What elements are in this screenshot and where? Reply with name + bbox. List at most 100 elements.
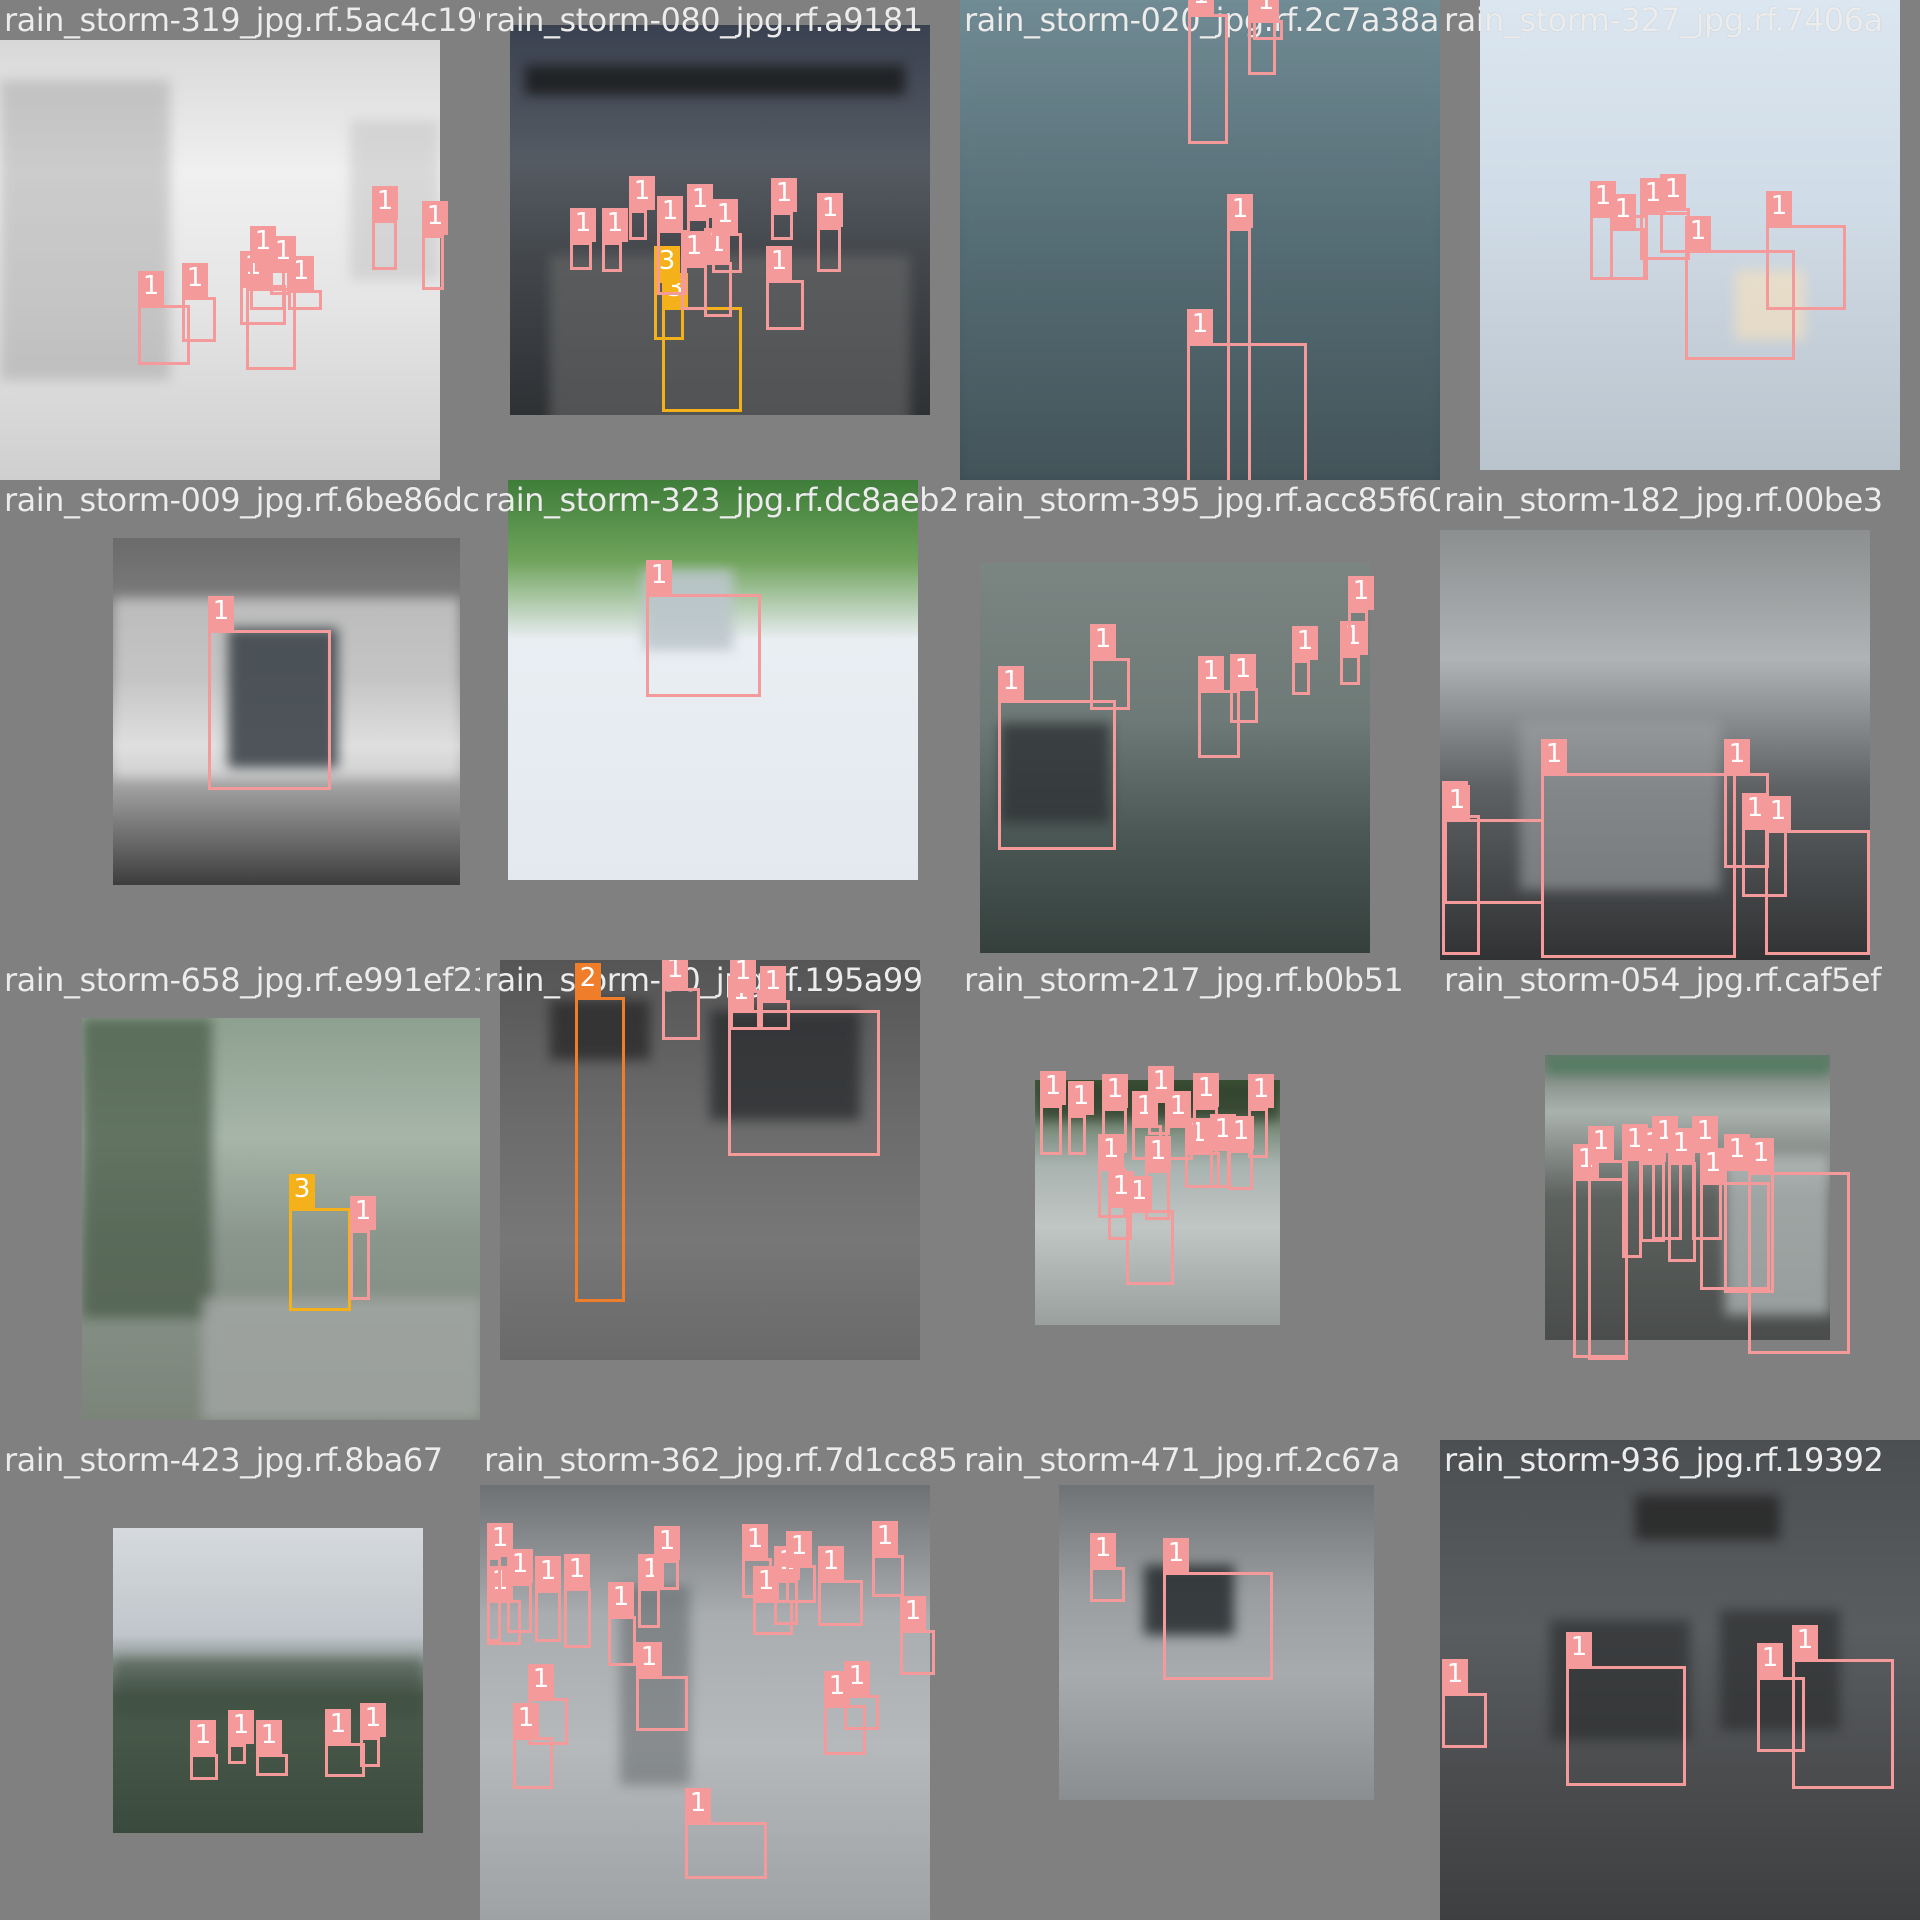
class-id-tag: 1	[712, 199, 738, 233]
class-id-tag: 2	[575, 963, 601, 997]
class-id-tag: 1	[1193, 1073, 1219, 1107]
class-id-tag: 1	[900, 1596, 926, 1630]
bounding-box	[1090, 658, 1130, 710]
mosaic-tile: rain_storm-054_jpg.rf.caf5ef1111111111	[1440, 960, 1920, 1440]
class-id-tag: 1	[1148, 1066, 1174, 1100]
bounding-box	[1253, 20, 1283, 40]
bounding-box	[1348, 610, 1368, 655]
class-id-tag: 1	[1444, 785, 1470, 819]
class-id-tag: 1	[786, 1531, 812, 1565]
class-id-tag: 1	[1187, 309, 1213, 343]
tile-photo	[82, 1018, 480, 1420]
photo-region	[0, 80, 170, 380]
class-id-tag: 1	[681, 231, 707, 265]
tile-filename-label: rain_storm-327_jpg.rf.7406a	[1444, 1, 1883, 39]
tile-filename-label: rain_storm-936_jpg.rf.19392	[1444, 1441, 1884, 1479]
class-id-tag: 1	[350, 1196, 376, 1230]
class-id-tag: 1	[646, 560, 672, 594]
class-id-tag: 1	[636, 1642, 662, 1676]
tile-filename-label: rain_storm-323_jpg.rf.dc8aeb2c	[484, 481, 960, 519]
class-id-tag: 1	[1765, 796, 1791, 830]
tile-filename-label: rain_storm-182_jpg.rf.00be3	[1444, 481, 1883, 519]
class-id-tag: 1	[535, 1556, 561, 1590]
class-id-tag: 1	[1098, 1134, 1124, 1168]
bounding-box	[636, 1676, 688, 1731]
class-id-tag: 1	[1700, 1148, 1726, 1182]
tile-filename-label: rain_storm-009_jpg.rf.6be86dcb	[4, 481, 480, 519]
class-id-tag: 1	[1660, 174, 1686, 208]
class-id-tag: 1	[228, 1710, 254, 1744]
bounding-box	[602, 242, 622, 272]
class-id-tag: 1	[1566, 1632, 1592, 1666]
bounding-box	[564, 1588, 591, 1648]
bounding-box	[646, 594, 761, 697]
class-id-tag: 1	[1541, 739, 1567, 773]
bounding-box	[1700, 1182, 1770, 1290]
bounding-box	[730, 990, 760, 1030]
bounding-box	[900, 1630, 935, 1675]
bounding-box	[1230, 688, 1258, 723]
bounding-box	[575, 997, 625, 1302]
tile-photo	[1440, 530, 1870, 960]
class-id-tag: 1	[270, 236, 296, 270]
bounding-box	[818, 1580, 863, 1626]
bounding-box	[766, 280, 804, 330]
class-id-tag: 1	[662, 960, 688, 988]
bounding-box	[1187, 343, 1307, 480]
bounding-box	[513, 1737, 553, 1789]
bounding-box	[1198, 690, 1240, 758]
photo-region	[525, 65, 905, 95]
bounding-box	[1660, 208, 1690, 253]
tile-photo	[0, 40, 440, 480]
mosaic-tile: rain_storm-319_jpg.rf.5ac4c199af9c2a6889…	[0, 0, 480, 480]
class-id-tag: 1	[687, 184, 713, 218]
bounding-box	[654, 280, 684, 340]
photo-region	[1000, 723, 1110, 823]
bounding-box	[1442, 1693, 1487, 1748]
class-id-tag: 1	[1163, 1538, 1189, 1572]
class-id-tag: 1	[844, 1661, 870, 1695]
bounding-box	[1068, 1115, 1086, 1155]
bounding-box	[786, 1565, 816, 1603]
tile-photo	[508, 480, 918, 880]
class-id-tag: 1	[998, 666, 1024, 700]
class-id-tag: 1	[208, 596, 234, 630]
photo-region	[82, 1018, 212, 1318]
class-id-tag: 1	[256, 1720, 282, 1754]
class-id-tag: 1	[730, 960, 756, 990]
class-id-tag: 1	[1292, 626, 1318, 660]
class-id-tag: 1	[372, 186, 398, 220]
mosaic-tile: rain_storm-009_jpg.rf.6be86dcb 1	[0, 480, 480, 960]
tile-filename-label: rain_storm-395_jpg.rf.acc85f609c4a702af2	[964, 481, 1440, 519]
class-id-tag: 1	[760, 966, 786, 1000]
bounding-box	[638, 1588, 660, 1628]
bounding-box	[753, 1600, 793, 1635]
class-id-tag: 1	[325, 1709, 351, 1743]
class-id-tag: 1	[182, 263, 208, 297]
bounding-box	[681, 265, 707, 310]
bounding-box	[1622, 1158, 1642, 1258]
bounding-box	[250, 260, 285, 310]
tile-filename-label: rain_storm-054_jpg.rf.caf5ef	[1444, 961, 1881, 999]
class-id-tag: 1	[817, 193, 843, 227]
bounding-box	[350, 1230, 370, 1300]
bounding-box	[1724, 1168, 1774, 1293]
class-id-tag: 1	[766, 246, 792, 280]
bounding-box	[1340, 655, 1360, 685]
tile-photo	[960, 0, 1440, 480]
class-id-tag: 1	[1692, 1116, 1718, 1150]
class-id-tag: 1	[190, 1720, 216, 1754]
bounding-box	[1748, 1172, 1850, 1354]
photo-region	[202, 1298, 480, 1420]
bounding-box	[1090, 1567, 1125, 1602]
bounding-box	[1757, 1677, 1805, 1752]
class-id-tag: 1	[138, 271, 164, 305]
bounding-box	[817, 227, 841, 272]
class-id-tag: 1	[602, 208, 628, 242]
bounding-box	[570, 242, 592, 270]
class-id-tag: 1	[1442, 1659, 1468, 1693]
